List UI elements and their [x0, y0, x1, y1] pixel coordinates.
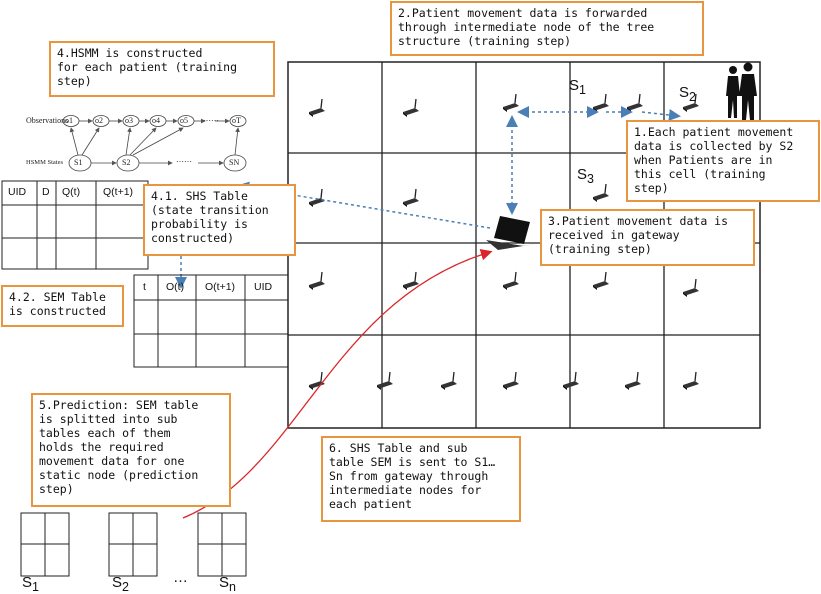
- callout-step-6-distribution: 6. SHS Table and sub table SEM is sent t…: [321, 436, 521, 522]
- node-label-s3: S3: [577, 166, 594, 186]
- callout-step-2-forwarding: 2.Patient movement data is forwarded thr…: [390, 1, 704, 56]
- hsmm-state-1: S1: [74, 158, 83, 167]
- hsmm-model: [62, 115, 247, 172]
- shs-header-qt: Q(t): [62, 186, 81, 198]
- hsmm-obs-dots: ……: [203, 114, 219, 123]
- callout-step-5-prediction: 5.Prediction: SEM table is splitted into…: [31, 393, 231, 507]
- sem-sub-tables: [20, 512, 247, 577]
- callout-step-4-2-sem-table: 4.2. SEM Table is constructed: [1, 285, 124, 327]
- callout-step-3-gateway: 3.Patient movement data is received in g…: [540, 209, 755, 266]
- subtable-ellipsis: …: [173, 569, 188, 586]
- hsmm-state-n: SN: [229, 158, 240, 167]
- hsmm-states-label: HSMM States: [26, 159, 64, 166]
- sem-header-uid: UID: [254, 281, 273, 293]
- hsmm-state-dots: ……: [176, 155, 192, 164]
- sem-header-ot1: O(t+1): [205, 281, 236, 293]
- shs-header-qt1: Q(t+1): [103, 186, 134, 198]
- sem-header-ot: O(t): [166, 281, 185, 293]
- shs-header-uid: UID: [8, 186, 27, 198]
- hsmm-obs-3: o3: [125, 116, 133, 125]
- hsmm-obs-1: o1: [65, 116, 73, 125]
- subtable-label-sn: Sn: [219, 574, 236, 594]
- hsmm-obs-t: oT: [232, 116, 241, 125]
- sem-header-t: t: [143, 281, 146, 293]
- hsmm-obs-4: o4: [152, 116, 160, 125]
- callout-step-4-1-shs-table: 4.1. SHS Table (state transition probabi…: [143, 184, 296, 256]
- subtable-label-s1: S1: [22, 574, 39, 594]
- shs-header-d: D: [42, 186, 50, 198]
- hsmm-obs-5: o5: [180, 116, 188, 125]
- gateway-laptop: [486, 216, 536, 250]
- subtable-label-s2: S2: [112, 574, 129, 594]
- patients-icon: [726, 62, 757, 120]
- callout-step-4-hsmm: 4.HSMM is constructed for each patient (…: [49, 41, 275, 97]
- hsmm-observations-label: Observations: [26, 116, 69, 125]
- node-label-s2: S2: [679, 84, 696, 104]
- hsmm-state-2: S2: [122, 158, 131, 167]
- sem-table: [133, 274, 289, 368]
- hsmm-obs-2: o2: [95, 116, 103, 125]
- node-label-s1: S1: [569, 77, 586, 97]
- callout-step-1-collection: 1.Each patient movement data is collecte…: [626, 120, 820, 202]
- shs-table: [1, 180, 149, 270]
